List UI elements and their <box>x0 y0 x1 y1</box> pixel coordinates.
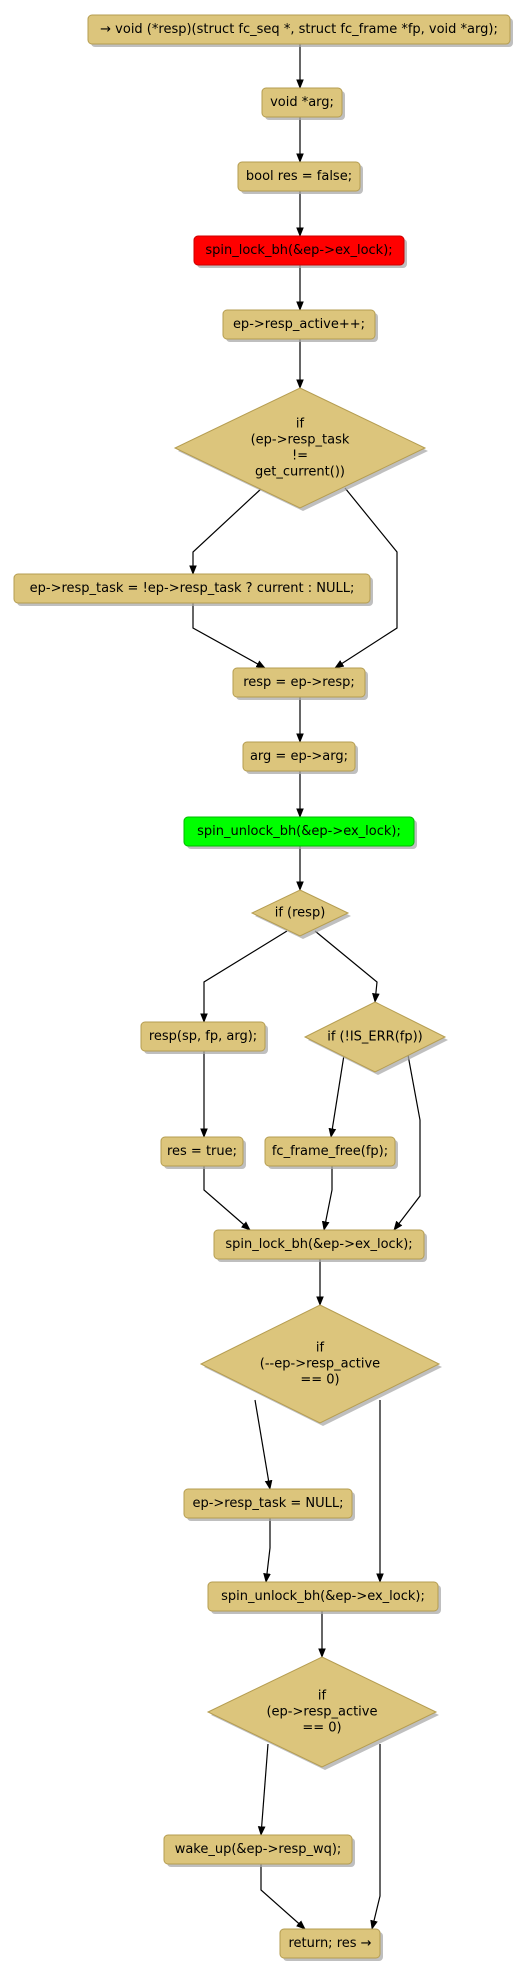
node-label: spin_unlock_bh(&ep->ex_lock); <box>197 824 401 839</box>
edge-set-res-to-lock2 <box>203 1166 251 1231</box>
node-entry: → void (*resp)(struct fc_seq *, struct f… <box>87 14 513 47</box>
edge-if-task-to-set-task <box>189 487 263 575</box>
edge-clear-task-to-unlock2 <box>263 1518 271 1583</box>
node-set-res: res = true; <box>160 1136 246 1169</box>
node-label: resp(sp, fp, arg); <box>149 1029 257 1044</box>
edge-if-dec-to-clear-task <box>254 1399 273 1490</box>
node-lock2: spin_lock_bh(&ep->ex_lock); <box>213 1229 427 1262</box>
node-label: arg = ep->arg; <box>250 749 348 764</box>
node-label: return; res → <box>288 1936 371 1951</box>
node-if-task: if(ep->resp_task!=get_current()) <box>173 387 428 511</box>
node-label: if <box>316 1341 325 1356</box>
node-label: spin_unlock_bh(&ep->ex_lock); <box>221 1589 425 1604</box>
edge-wake-to-return <box>260 1864 306 1930</box>
node-label: bool res = false; <box>246 169 352 184</box>
node-frame-free: fc_frame_free(fp); <box>264 1136 398 1169</box>
node-label: if (!IS_ERR(fp)) <box>327 1030 423 1045</box>
node-label: ep->resp_task = !ep->resp_task ? current… <box>30 581 355 596</box>
node-label: get_current()) <box>255 465 345 480</box>
edge-if-iserr-to-frame-free <box>328 1054 345 1138</box>
node-label: if <box>318 1689 327 1704</box>
node-if-dec: if(--ep->resp_active== 0) <box>199 1304 442 1426</box>
edge-if-zero-to-wake <box>257 1743 269 1836</box>
node-set-task: ep->resp_task = !ep->resp_task ? current… <box>13 573 373 606</box>
node-decl-arg: void *arg; <box>261 87 345 120</box>
edge-set-task-to-get-resp <box>192 603 266 669</box>
node-call-resp: resp(sp, fp, arg); <box>140 1021 268 1054</box>
node-unlock1: spin_unlock_bh(&ep->ex_lock); <box>183 816 417 849</box>
node-wake: wake_up(&ep->resp_wq); <box>163 1834 355 1867</box>
edge-if-resp-to-if-iserr <box>314 930 380 1003</box>
node-label: spin_lock_bh(&ep->ex_lock); <box>205 243 392 258</box>
edges <box>189 44 421 1930</box>
node-label: → void (*resp)(struct fc_seq *, struct f… <box>100 22 498 37</box>
node-ret: return; res → <box>279 1928 383 1961</box>
node-label: ep->resp_active++; <box>233 317 365 332</box>
node-if-resp: if (resp) <box>250 889 351 939</box>
edge-if-zero-bypass <box>370 1744 381 1930</box>
node-unlock2: spin_unlock_bh(&ep->ex_lock); <box>207 1581 441 1614</box>
edge-if-task-bypass <box>334 487 398 669</box>
node-label: if <box>296 417 305 432</box>
node-label: (--ep->resp_active <box>260 1357 380 1372</box>
node-label: == 0) <box>302 1721 341 1736</box>
node-clear-task: ep->resp_task = NULL; <box>183 1488 355 1521</box>
node-label: fc_frame_free(fp); <box>272 1144 388 1159</box>
node-decl-res: bool res = false; <box>237 161 363 194</box>
nodes: → void (*resp)(struct fc_seq *, struct f… <box>13 14 513 1961</box>
node-lock1: spin_lock_bh(&ep->ex_lock); <box>193 235 407 268</box>
node-get-arg: arg = ep->arg; <box>242 741 358 774</box>
edge-if-resp-to-call-resp <box>200 930 288 1023</box>
node-inc-active: ep->resp_active++; <box>222 309 378 342</box>
edge-if-iserr-bypass <box>393 1054 421 1231</box>
node-label: spin_lock_bh(&ep->ex_lock); <box>225 1237 412 1252</box>
node-label: ep->resp_task = NULL; <box>192 1496 343 1511</box>
node-label: == 0) <box>300 1373 339 1388</box>
node-get-resp: resp = ep->resp; <box>232 667 368 700</box>
node-label: void *arg; <box>270 95 334 110</box>
node-if-zero: if(ep->resp_active== 0) <box>206 1656 439 1770</box>
node-label: (ep->resp_active <box>266 1705 377 1720</box>
node-label: != <box>292 449 308 464</box>
node-label: if (resp) <box>275 906 326 921</box>
node-label: res = true; <box>167 1144 237 1159</box>
node-if-iserr: if (!IS_ERR(fp)) <box>303 1001 448 1075</box>
edge-frame-free-to-lock2 <box>321 1166 333 1231</box>
node-label: (ep->resp_task <box>251 433 350 448</box>
node-label: wake_up(&ep->resp_wq); <box>175 1842 342 1857</box>
node-label: resp = ep->resp; <box>243 675 355 690</box>
